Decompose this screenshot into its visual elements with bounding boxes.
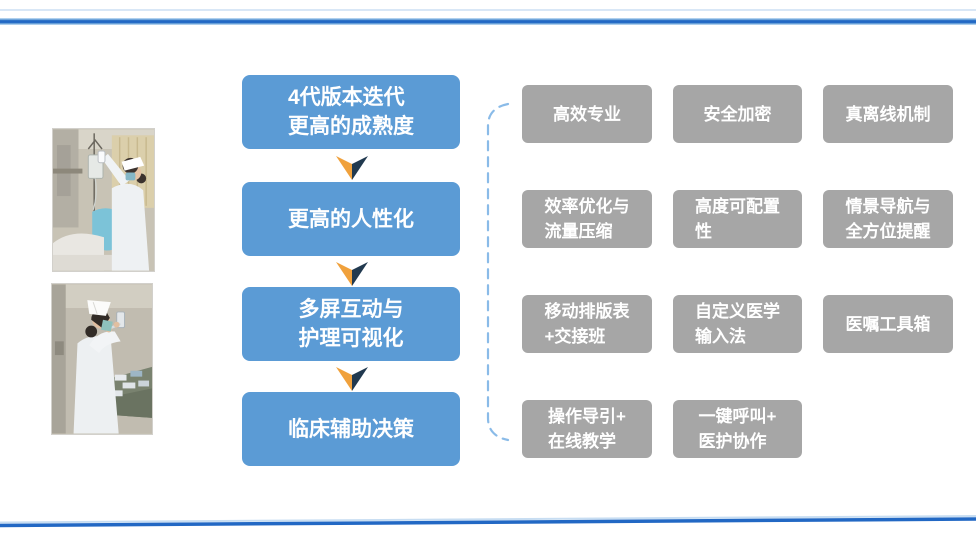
feature-label: 医嘱工具箱 — [845, 314, 931, 334]
feature-label: 高度可配置 性 — [695, 197, 780, 241]
feature-box-input-method: 自定义医学 输入法 — [673, 295, 802, 353]
feature-box-one-key-call: 一键呼叫+ 医护协作 — [673, 400, 802, 458]
flow-step-label: 临床辅助决策 — [288, 417, 414, 441]
feature-box-configurable: 高度可配置 性 — [673, 190, 802, 248]
flow-step-label: 更高的人性化 — [288, 207, 414, 231]
feature-label: 高效专业 — [553, 104, 621, 124]
feature-grid: 高效专业 安全加密 真离线机制 效率优化与 流量压缩 高度可配置 性 情景导航与… — [522, 85, 953, 458]
feature-box-efficient: 高效专业 — [522, 85, 652, 143]
top-hairline — [0, 9, 976, 11]
feature-label: 操作导引+ 在线教学 — [548, 407, 626, 451]
photo-nurse-scanning-iv-illustration — [53, 129, 154, 271]
feature-label: 移动排版表 +交接班 — [544, 302, 630, 346]
feature-box-order-toolbox: 医嘱工具箱 — [823, 295, 953, 353]
feature-box-security: 安全加密 — [673, 85, 802, 143]
down-arrow-icon — [336, 156, 368, 180]
photo-nurse-preparing-medication-illustration — [52, 284, 152, 434]
top-border-line — [0, 18, 976, 25]
feature-label: 效率优化与 流量压缩 — [544, 197, 630, 241]
feature-box-navigation: 情景导航与 全方位提醒 — [823, 190, 953, 248]
flow-step-multiscreen: 多屏互动与 护理可视化 — [242, 287, 460, 361]
bottom-border-line — [0, 515, 976, 528]
feature-box-schedule: 移动排版表 +交接班 — [522, 295, 652, 353]
feature-box-guidance: 操作导引+ 在线教学 — [522, 400, 652, 458]
feature-box-offline: 真离线机制 — [823, 85, 953, 143]
feature-label: 真离线机制 — [845, 104, 931, 124]
feature-label: 情景导航与 全方位提醒 — [845, 197, 931, 241]
down-arrow-icon — [336, 262, 368, 286]
photo-nurse-scanning-iv — [52, 128, 155, 272]
down-arrow-icon — [336, 367, 368, 391]
feature-label: 自定义医学 输入法 — [695, 302, 780, 346]
flow-step-clinical-decision: 临床辅助决策 — [242, 392, 460, 466]
brace-connector — [486, 102, 510, 442]
photo-nurse-preparing-medication — [51, 283, 153, 435]
flow-step-version-iteration: 4代版本迭代 更高的成熟度 — [242, 75, 460, 149]
feature-box-optimization: 效率优化与 流量压缩 — [522, 190, 652, 248]
feature-label: 安全加密 — [703, 104, 772, 124]
feature-label: 一键呼叫+ 医护协作 — [698, 407, 777, 451]
flow-step-label: 多屏互动与 护理可视化 — [298, 298, 404, 350]
flow-step-humanization: 更高的人性化 — [242, 182, 460, 256]
flow-step-label: 4代版本迭代 更高的成熟度 — [288, 86, 414, 138]
